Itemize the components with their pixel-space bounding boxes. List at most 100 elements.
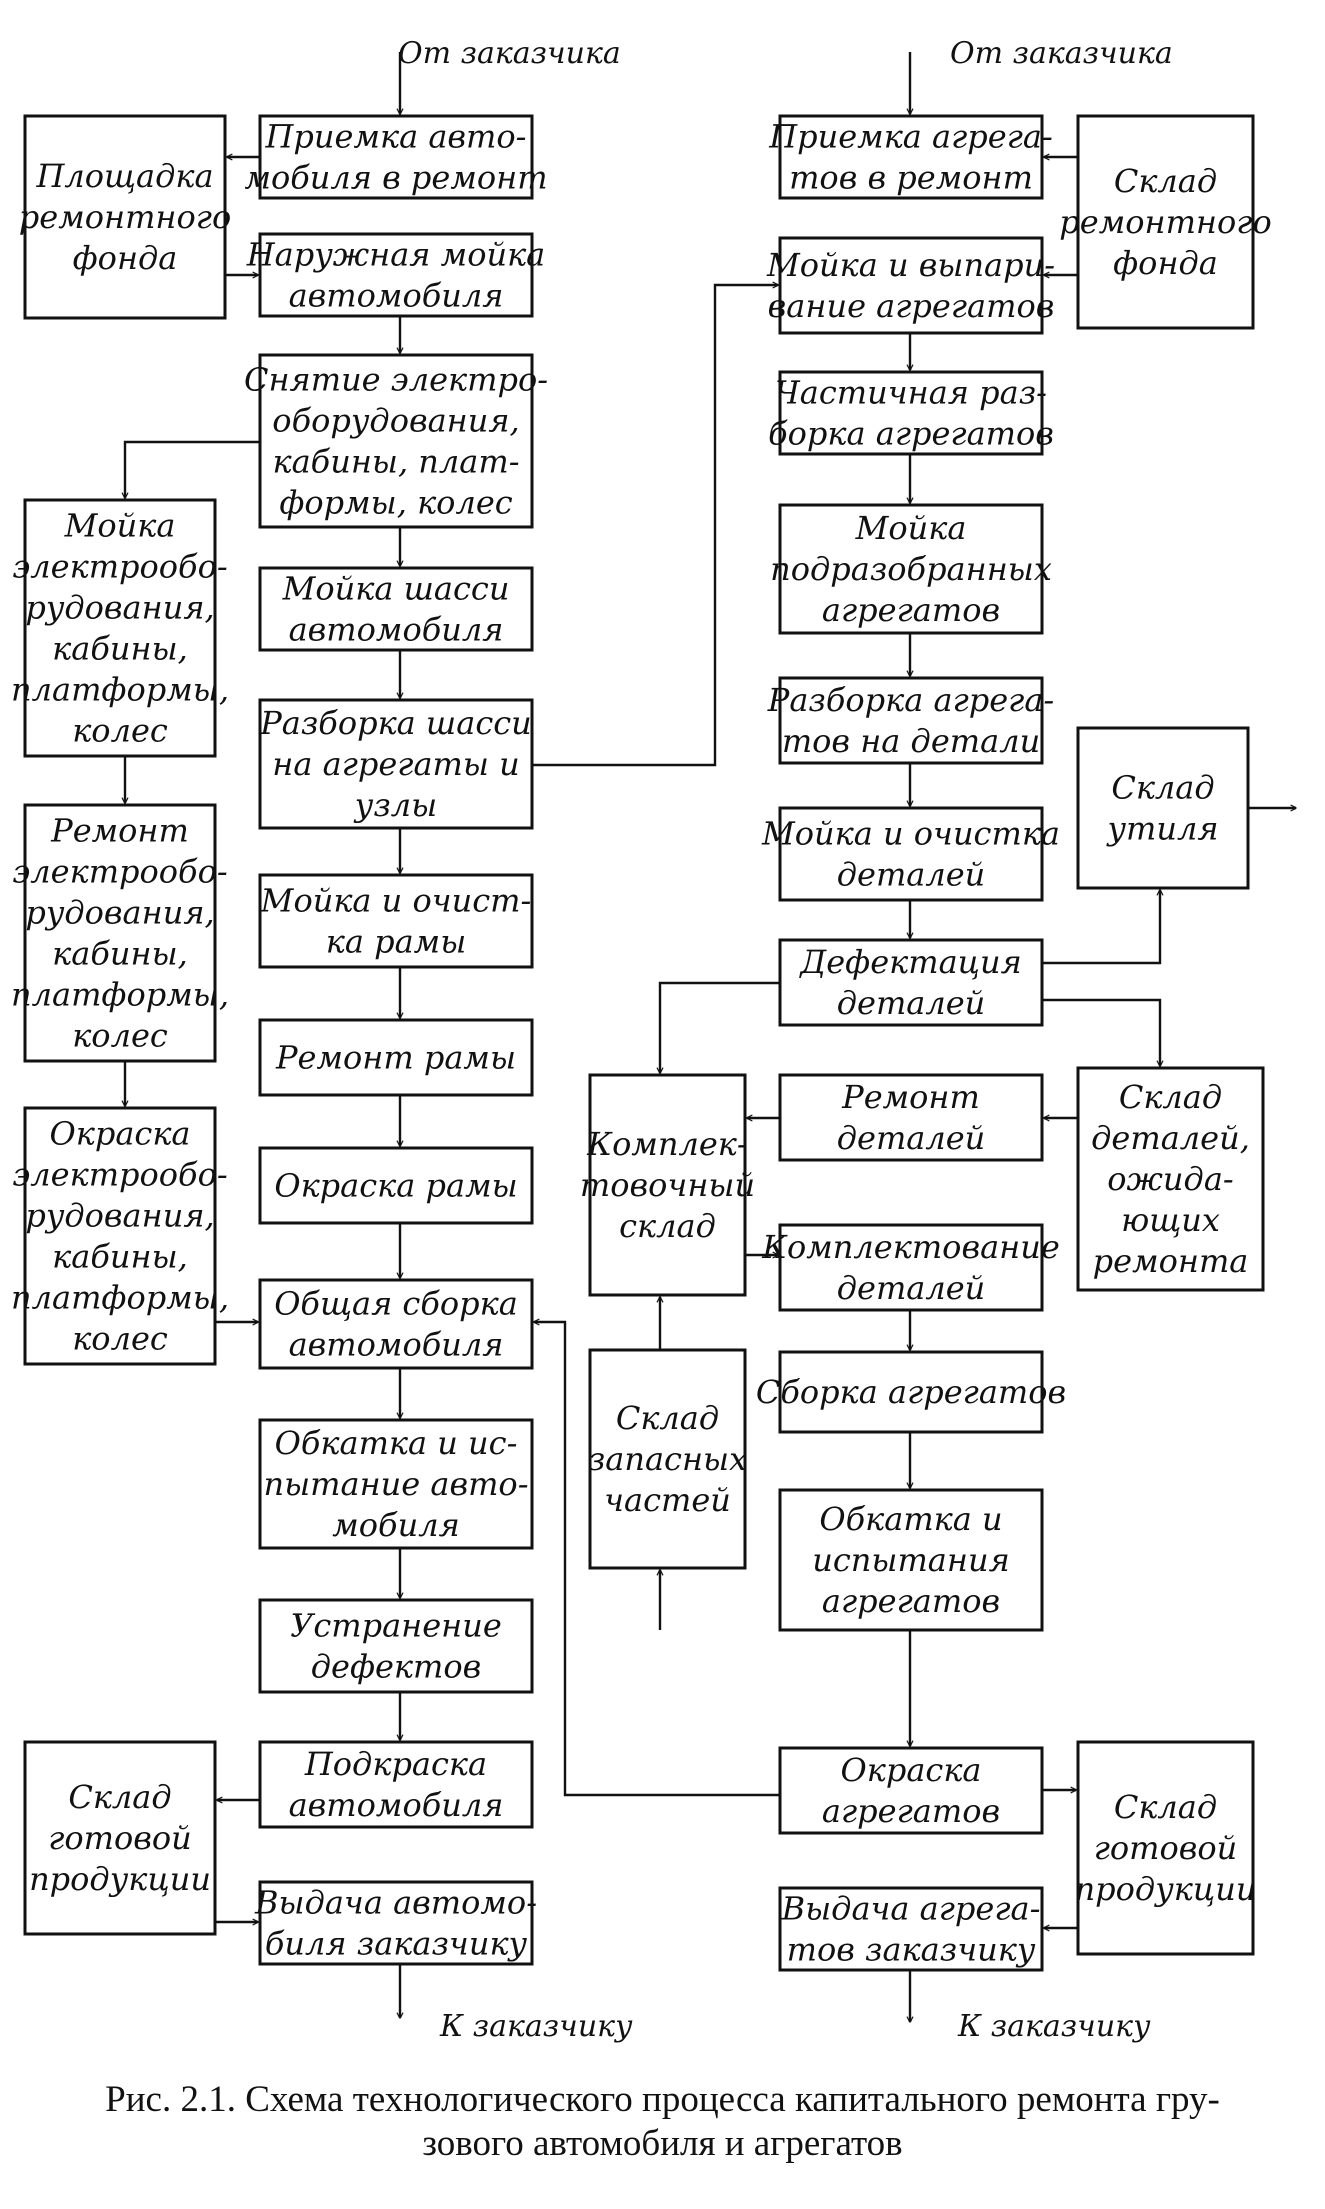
node-label-line: деталей xyxy=(837,1269,986,1307)
node-label-line: платформы, xyxy=(11,1279,229,1317)
node-label-line: Сборка агрегатов xyxy=(756,1373,1066,1411)
node-remont-elektro: Ремонтэлектрообо-рудования,кабины,платфо… xyxy=(11,803,229,1063)
node-label-line: автомобиля xyxy=(289,1326,504,1364)
label-to-customer-right: К заказчику xyxy=(957,2009,1151,2044)
node-label-line: частей xyxy=(604,1481,731,1519)
node-label-line: тов заказчику xyxy=(787,1931,1036,1969)
node-obkatka-avto: Обкатка и ис-пытание авто-мобиля xyxy=(258,1418,534,1550)
node-label-line: автомобиля xyxy=(289,611,504,649)
node-label-line: рудования, xyxy=(25,1197,214,1235)
node-box xyxy=(588,1348,747,1570)
node-box xyxy=(778,676,1044,765)
node-label-line: деталей, xyxy=(1091,1119,1250,1157)
node-label-line: колес xyxy=(72,1320,168,1358)
node-label-line: Мойка и очист- xyxy=(260,882,532,920)
external-labels: От заказчика От заказчика К заказчику К зак… xyxy=(398,36,1173,2044)
node-box xyxy=(258,1146,534,1225)
node-label-line: Разборка агрега- xyxy=(767,681,1054,719)
node-box xyxy=(778,1488,1044,1632)
node-label-line: колес xyxy=(72,712,168,750)
node-box xyxy=(1076,114,1255,330)
node-box xyxy=(258,353,534,529)
node-label-line: Снятие электро- xyxy=(244,361,548,399)
node-label-line: Общая сборка xyxy=(274,1285,518,1323)
node-label-line: электрообо- xyxy=(12,1156,227,1194)
node-label-line: Наружная мойка xyxy=(246,236,546,274)
node-label-line: колес xyxy=(72,1017,168,1055)
node-okraska-ramy: Окраска рамы xyxy=(258,1146,534,1225)
node-label-line: платформы, xyxy=(11,976,229,1014)
node-label-line: Склад xyxy=(1119,1078,1222,1116)
node-box xyxy=(258,873,534,969)
node-label-line: Мойка шасси xyxy=(282,570,510,608)
node-box xyxy=(258,1018,534,1097)
caption-line-2: зового автомобиля и агрегатов xyxy=(422,2123,903,2164)
node-label-line: узлы xyxy=(353,786,437,824)
node-label-line: рудования, xyxy=(25,589,214,627)
node-label-line: автомобиля xyxy=(289,277,504,315)
node-label-line: Мойка xyxy=(64,507,176,545)
node-label-line: мобиля в ремонт xyxy=(244,159,547,197)
node-box xyxy=(1076,726,1250,890)
arrow-defektaciya-to-sklad-ozhidayuschih xyxy=(1042,998,1160,1066)
node-box xyxy=(23,803,217,1063)
node-label-line: тов в ремонт xyxy=(789,159,1033,197)
node-label-line: агрегатов xyxy=(822,1792,1000,1830)
node-label-line: ожида- xyxy=(1107,1160,1233,1198)
node-label-line: Приемка агрега- xyxy=(768,118,1053,156)
node-label-line: Окраска рамы xyxy=(274,1167,517,1205)
node-box xyxy=(778,1350,1044,1434)
node-label-line: Склад xyxy=(1111,769,1214,807)
node-label-line: Выдача автомо- xyxy=(254,1884,537,1922)
process-boxes: Приемка авто-мобиля в ремонт Площадкаремо… xyxy=(11,114,1272,1972)
node-okraska-elektro: Окраскаэлектрообо-рудования,кабины,платф… xyxy=(11,1106,229,1366)
node-label-line: товочный xyxy=(580,1166,755,1204)
node-snyatie-elektro: Снятие электро-оборудования,кабины, плат… xyxy=(244,353,548,529)
node-label-line: электрообо- xyxy=(12,853,227,891)
node-label-line: Приемка авто- xyxy=(265,118,527,156)
node-box xyxy=(258,1598,534,1694)
node-label-line: Дефектация xyxy=(798,943,1022,981)
label-to-customer-left: К заказчику xyxy=(439,2009,633,2044)
node-label-line: агрегатов xyxy=(822,1582,1000,1620)
node-label-line: биля заказчику xyxy=(265,1925,528,1963)
label-from-customer-left: От заказчика xyxy=(398,36,621,71)
node-label-line: деталей xyxy=(837,984,986,1022)
node-label-line: Площадка xyxy=(35,157,213,195)
node-label-line: деталей xyxy=(837,856,986,894)
node-label-line: тов на детали xyxy=(782,722,1040,760)
node-chastichnaya-razborka: Частичная раз-борка агрегатов xyxy=(768,370,1054,456)
caption-line-1: Рис. 2.1. Схема технологического процесс… xyxy=(105,2079,1220,2120)
node-label-line: деталей xyxy=(837,1119,986,1157)
node-moika-ramy: Мойка и очист-ка рамы xyxy=(258,873,534,969)
node-label-line: Разборка шасси xyxy=(259,704,532,742)
node-label-line: кабины, плат- xyxy=(272,443,519,481)
node-box xyxy=(778,1073,1044,1162)
node-label-line: мобиля xyxy=(332,1506,460,1544)
node-label-line: Ремонт xyxy=(50,812,189,850)
node-label-line: Комплектование xyxy=(761,1228,1060,1266)
node-label-line: Склад xyxy=(1114,162,1217,200)
node-moika-vyparivanie: Мойка и выпари-вание агрегатов xyxy=(766,236,1055,335)
node-label-line: пытание авто- xyxy=(263,1465,528,1503)
node-box xyxy=(258,1740,534,1829)
node-label-line: рудования, xyxy=(25,894,214,932)
node-box xyxy=(1076,1740,1255,1956)
label-from-customer-right: От заказчика xyxy=(950,36,1173,71)
node-box xyxy=(778,114,1044,200)
node-box xyxy=(778,370,1044,456)
node-box xyxy=(778,1886,1044,1972)
